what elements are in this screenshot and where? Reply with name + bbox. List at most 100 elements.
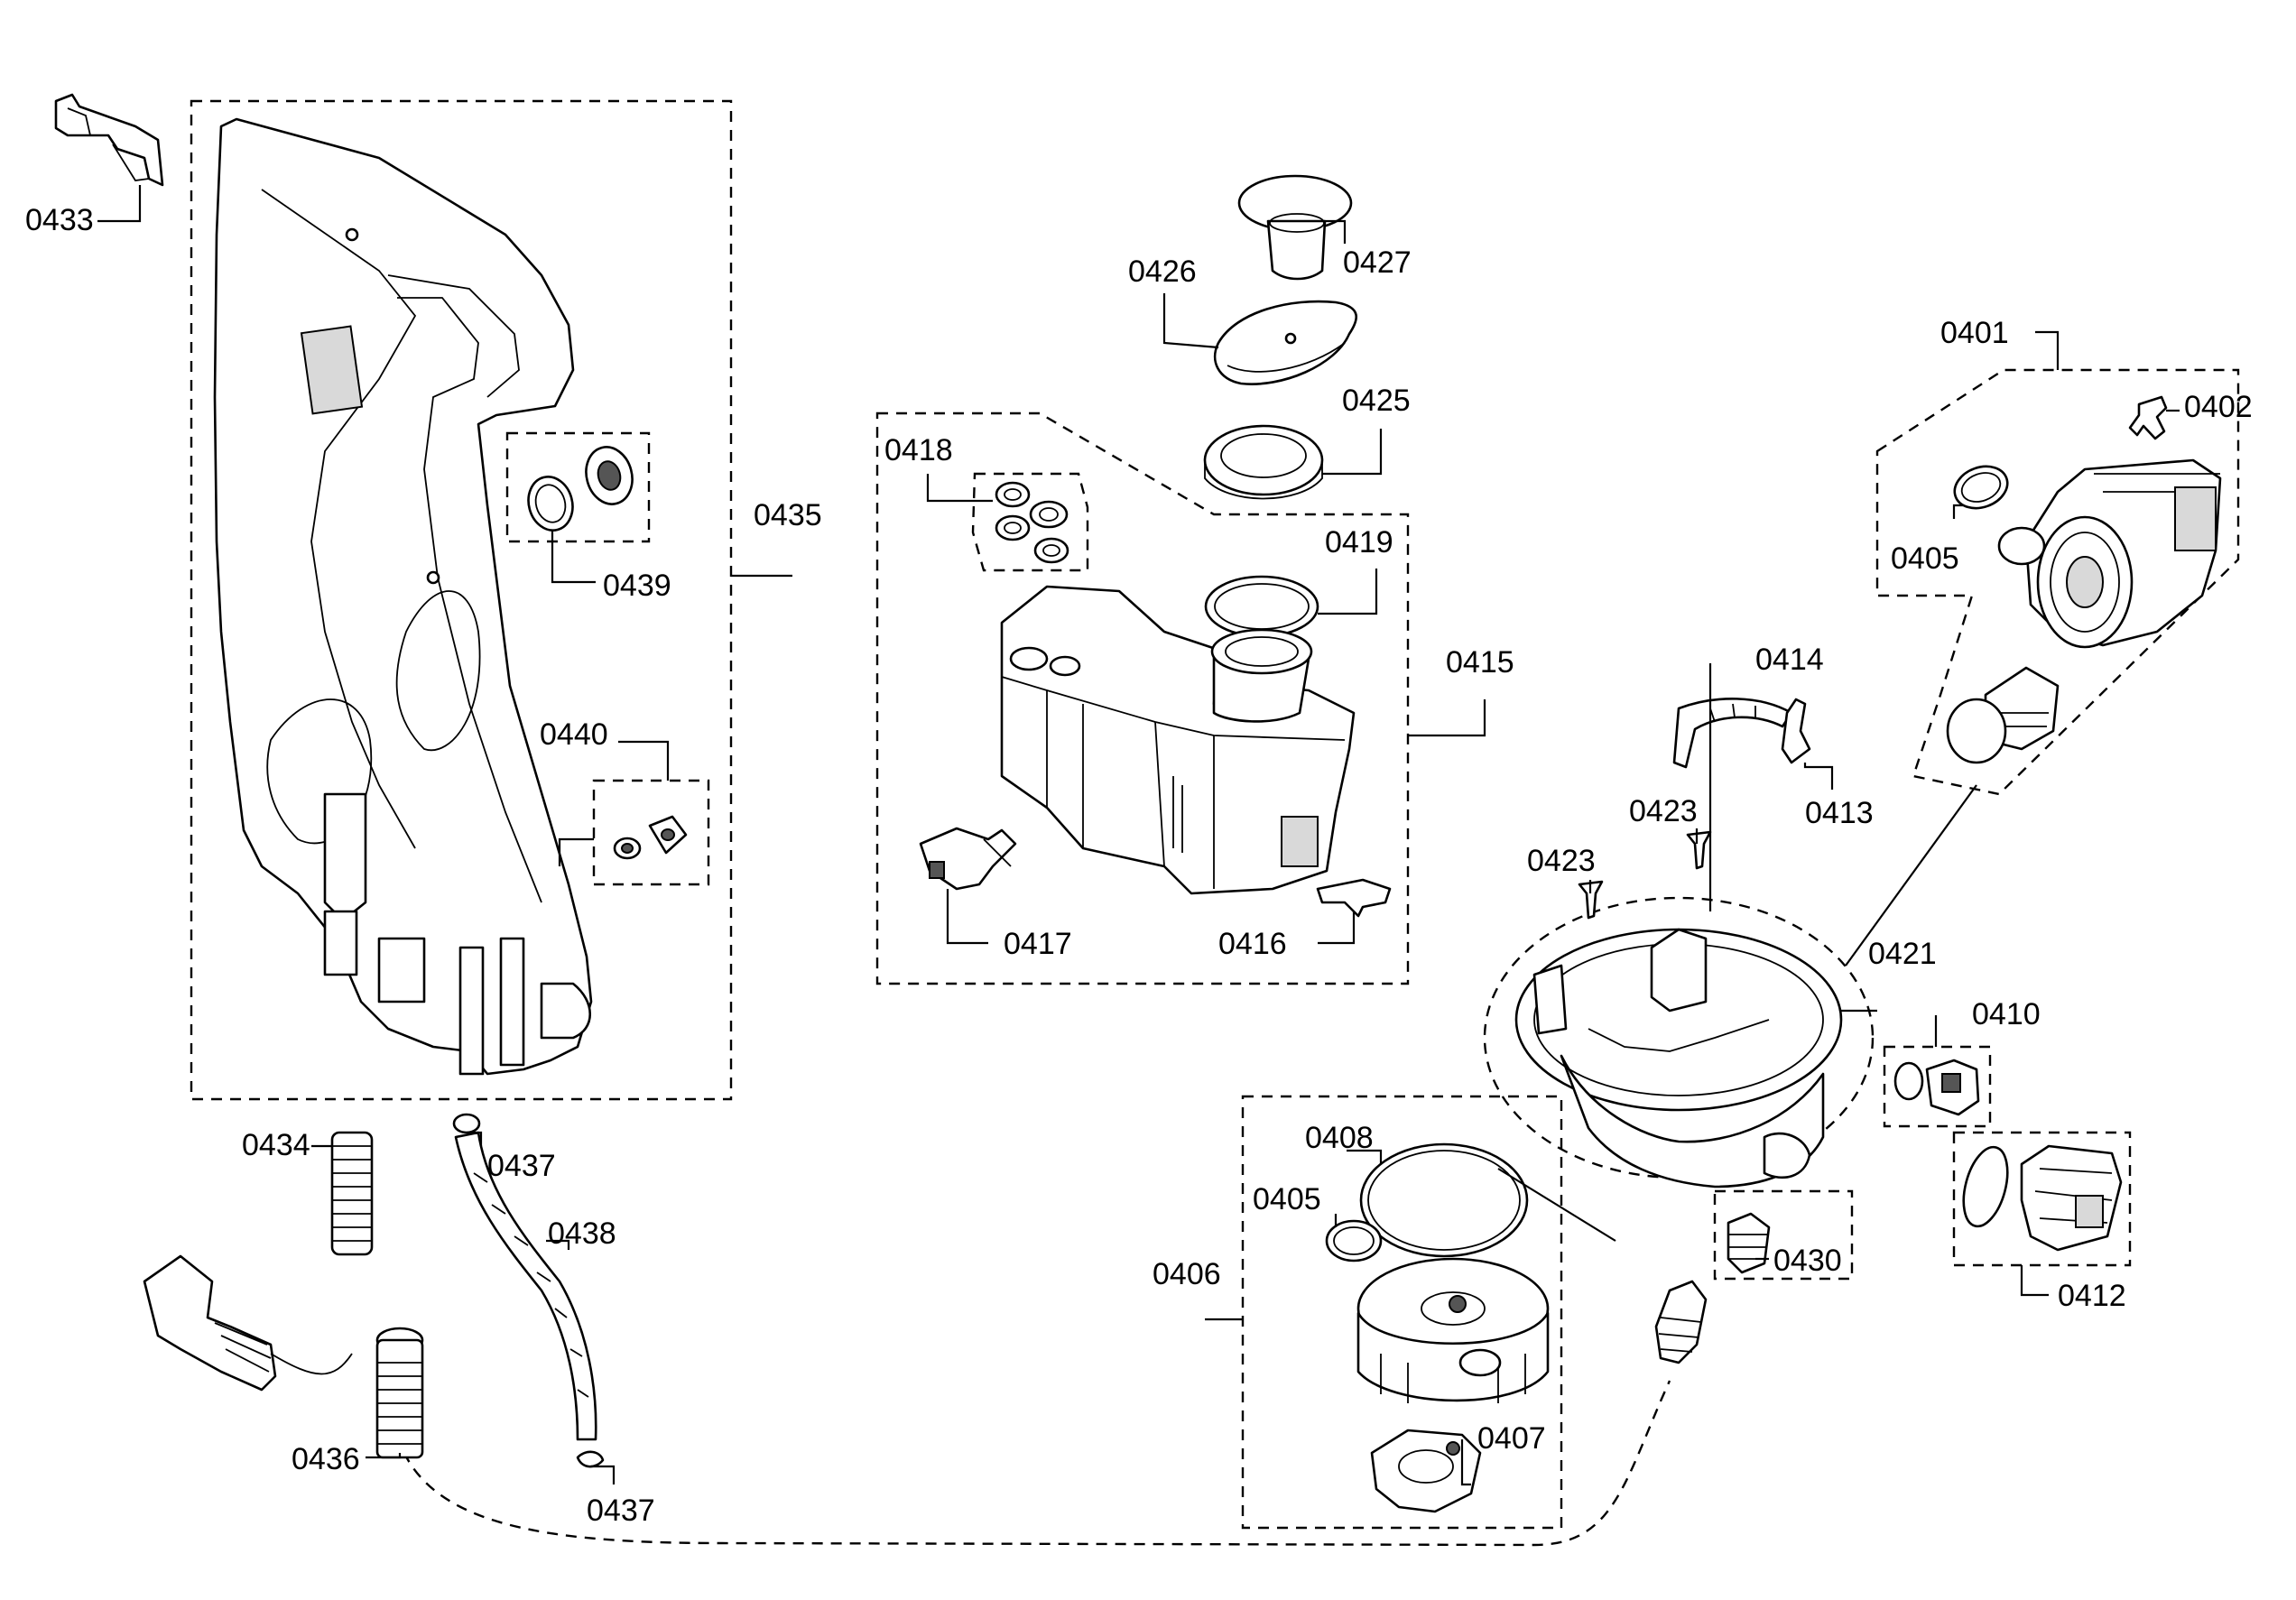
leader-0408 — [1347, 1149, 1383, 1164]
label-0438: 0438 — [548, 1216, 616, 1251]
leader-sump-heater — [1497, 1168, 1616, 1242]
group-box-0412 — [1952, 1131, 2132, 1267]
ring-0425 — [1203, 424, 1324, 500]
label-0433: 0433 — [25, 203, 94, 237]
label-0437b: 0437 — [587, 1494, 655, 1528]
group-box-0415 — [875, 412, 1410, 985]
clamp-0437b — [576, 1450, 605, 1468]
leader-0437a — [467, 1131, 483, 1146]
label-0423b: 0423 — [1527, 844, 1596, 878]
label-0425: 0425 — [1342, 384, 1411, 418]
seal-0408 — [1359, 1142, 1529, 1258]
leader-0436 — [366, 1453, 402, 1459]
leader-0427 — [1322, 219, 1347, 244]
leader-0437b — [591, 1465, 616, 1484]
label-0421: 0421 — [1868, 937, 1937, 971]
label-0439: 0439 — [603, 569, 671, 603]
leader-0418 — [926, 474, 993, 503]
hose-0436 — [375, 1327, 424, 1459]
label-0427: 0427 — [1343, 245, 1412, 280]
leader-0413 — [1803, 763, 1834, 790]
clip-0413 — [1781, 698, 1811, 764]
leader-0417 — [946, 889, 988, 945]
label-0418: 0418 — [884, 433, 953, 467]
label-0410: 0410 — [1972, 997, 2041, 1031]
leader-0416 — [1318, 911, 1356, 945]
leader-0439 — [551, 531, 596, 584]
group-box-0406 — [1241, 1095, 1563, 1530]
clamp-0437a — [452, 1113, 481, 1134]
label-0406: 0406 — [1153, 1257, 1221, 1291]
label-0416: 0416 — [1218, 927, 1287, 961]
leader-0412 — [2020, 1265, 2049, 1297]
leader-0419 — [1318, 569, 1378, 615]
label-0402: 0402 — [2184, 390, 2253, 424]
label-0436: 0436 — [292, 1442, 360, 1476]
leader-0438 — [546, 1239, 570, 1250]
group-box-0401 — [1875, 368, 2240, 796]
label-0401: 0401 — [1940, 316, 2009, 350]
drain-hose-route — [395, 1380, 1671, 1547]
container-0415 — [1000, 585, 1356, 895]
label-0407: 0407 — [1477, 1421, 1546, 1456]
leader-0425 — [1322, 429, 1383, 476]
leader-0426 — [1162, 293, 1219, 349]
group-box-0430 — [1713, 1189, 1854, 1281]
leader-0440 — [618, 740, 670, 781]
clip-0433 — [54, 93, 164, 187]
motor-0407 — [1370, 1429, 1482, 1513]
ring-0405a — [1953, 465, 2009, 510]
bracket-0416 — [1316, 878, 1392, 918]
pump-0412 — [1962, 1144, 2123, 1252]
group-box-0439 — [505, 431, 651, 543]
label-0417: 0417 — [1004, 927, 1072, 961]
leader-0407 — [1460, 1439, 1471, 1486]
drain-fitting — [143, 1254, 353, 1392]
ring-0405b — [1325, 1219, 1383, 1262]
sensor-0417 — [919, 827, 1017, 891]
label-0408: 0408 — [1305, 1121, 1374, 1155]
label-0414: 0414 — [1755, 643, 1824, 677]
label-0405a: 0405 — [1891, 541, 1959, 576]
tube-0438 — [454, 1131, 597, 1441]
pump-inlet — [1946, 526, 2060, 764]
label-0423a: 0423 — [1629, 794, 1698, 828]
label-0405b: 0405 — [1253, 1182, 1321, 1216]
group-box-0435 — [190, 99, 733, 1101]
label-0434: 0434 — [242, 1128, 310, 1162]
valve-0430 — [1727, 1212, 1771, 1274]
bracket-0414 — [1672, 698, 1793, 769]
label-0415: 0415 — [1446, 645, 1514, 680]
label-0419: 0419 — [1325, 525, 1393, 560]
heater-0406 — [1356, 1257, 1550, 1403]
sensor-0410 — [1893, 1059, 1980, 1116]
part-0427 — [1237, 174, 1353, 281]
clip-0402 — [2128, 395, 2168, 440]
label-0412: 0412 — [2058, 1279, 2126, 1313]
leader-0433 — [97, 185, 142, 223]
hose-0434 — [330, 1131, 374, 1256]
seal-0439 — [527, 446, 634, 532]
leader-sump-pump — [1845, 784, 1977, 966]
screw-0423a — [1686, 830, 1712, 870]
sump-0421 — [1514, 928, 1843, 1188]
leader-0405a — [1952, 504, 1963, 519]
leader-0440b — [558, 837, 594, 866]
fittings-0440 — [613, 815, 688, 860]
leader-0401 — [2035, 330, 2060, 370]
label-0435: 0435 — [754, 498, 822, 532]
screw-0423b — [1578, 880, 1604, 920]
drain-fitting-right — [1654, 1280, 1708, 1364]
label-0426: 0426 — [1128, 254, 1197, 289]
seals-0418 — [995, 481, 1069, 564]
group-box-0418 — [971, 472, 1089, 572]
group-box-0440 — [592, 779, 710, 886]
label-0413: 0413 — [1805, 796, 1874, 830]
label-0437a: 0437 — [487, 1149, 556, 1183]
leader-0415 — [1408, 699, 1486, 737]
label-0430: 0430 — [1773, 1244, 1842, 1278]
lid-0426 — [1213, 300, 1358, 385]
seal-0419 — [1204, 575, 1319, 638]
pump-0401 — [2024, 458, 2222, 649]
